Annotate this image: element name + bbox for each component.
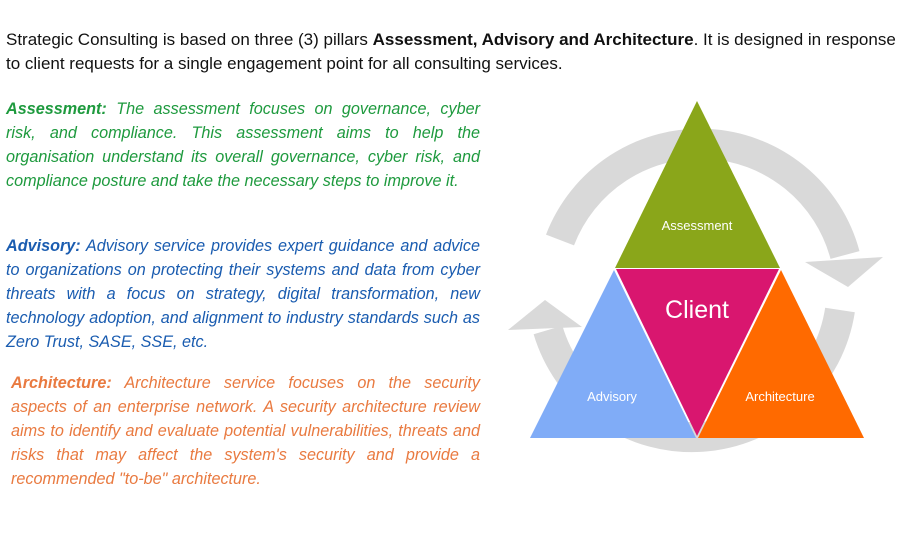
intro-text: Strategic Consulting is based on three (…: [6, 28, 896, 76]
client-triangle: [616, 269, 779, 436]
assessment-paragraph: Assessment: The assessment focuses on go…: [6, 97, 480, 193]
architecture-triangle: [698, 270, 864, 438]
architecture-heading: Architecture:: [11, 374, 112, 392]
assessment-triangle: [615, 101, 780, 268]
assessment-body: The assessment focuses on governance, cy…: [6, 100, 480, 190]
intro-pillars: Assessment, Advisory and Architecture: [372, 30, 694, 49]
architecture-paragraph: Architecture: Architecture service focus…: [11, 371, 480, 491]
cycle-arrowhead-right: [805, 257, 883, 287]
client-label: Client: [665, 296, 729, 324]
advisory-paragraph: Advisory: Advisory service provides expe…: [6, 234, 480, 354]
intro-text-start: Strategic Consulting is based on three (…: [6, 30, 373, 49]
cycle-arrowhead-left: [508, 300, 582, 330]
assessment-label: Assessment: [662, 218, 733, 233]
intro-text-end: . It is designed in response to client r…: [6, 30, 896, 73]
architecture-body: Architecture service focuses on the secu…: [11, 374, 480, 488]
advisory-heading: Advisory:: [6, 237, 81, 255]
advisory-triangle: [530, 270, 696, 438]
architecture-label: Architecture: [745, 389, 814, 404]
assessment-heading: Assessment:: [6, 100, 107, 118]
advisory-body: Advisory service provides expert guidanc…: [6, 237, 480, 351]
advisory-label: Advisory: [587, 389, 637, 404]
